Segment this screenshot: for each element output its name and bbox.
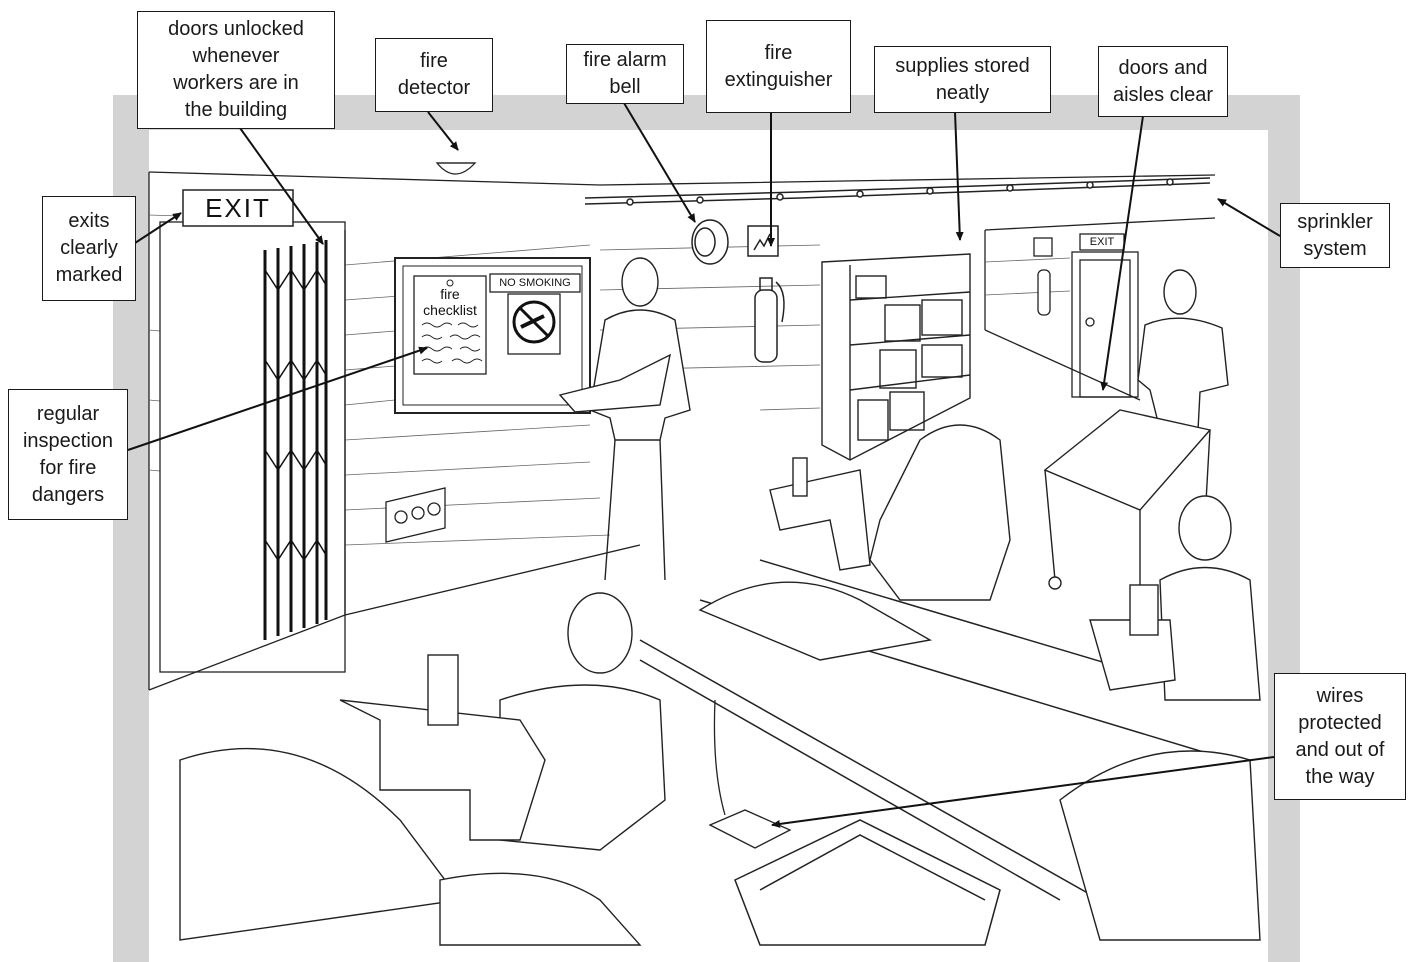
cart-worker [1138,270,1228,430]
pointer-doors-aisles-clear [1103,116,1143,390]
callout-sprinkler-system: sprinkler system [1280,203,1390,268]
callout-fire-extinguisher: fire extinguisher [706,20,851,113]
fire-alarm-bell-device [692,220,728,264]
power-outlets [386,488,445,542]
fire-extinguisher-device [748,226,784,362]
center-worker [700,425,1010,660]
checklist-title-line2: checklist [414,302,486,318]
pointer-supplies-stored [955,112,960,240]
fire-detector-device [437,163,475,174]
callout-supplies-stored: supplies stored neatly [874,46,1051,113]
callout-doors-unlocked: doors unlocked whenever workers are in t… [137,11,335,129]
exit-sign-back: EXIT [1080,234,1124,250]
folding-gate [265,240,326,640]
sprinkler-pipe [585,178,1210,205]
callout-exits-marked: exits clearly marked [42,196,136,301]
callout-doors-aisles-clear: doors and aisles clear [1098,46,1228,117]
front-worker [180,593,665,945]
main-exit-door [160,190,345,672]
callout-fire-detector: fire detector [375,38,493,112]
no-smoking-sign-text: NO SMOKING [490,274,580,292]
checklist-title-line1: fire [414,286,486,302]
callout-wires-protected: wires protected and out of the way [1274,673,1406,800]
callout-regular-inspection: regular inspection for fire dangers [8,389,128,520]
callout-fire-alarm-bell: fire alarm bell [566,44,684,104]
exit-sign-main: EXIT [185,192,291,224]
fabric-bin [735,820,1000,945]
walls [149,172,1215,690]
